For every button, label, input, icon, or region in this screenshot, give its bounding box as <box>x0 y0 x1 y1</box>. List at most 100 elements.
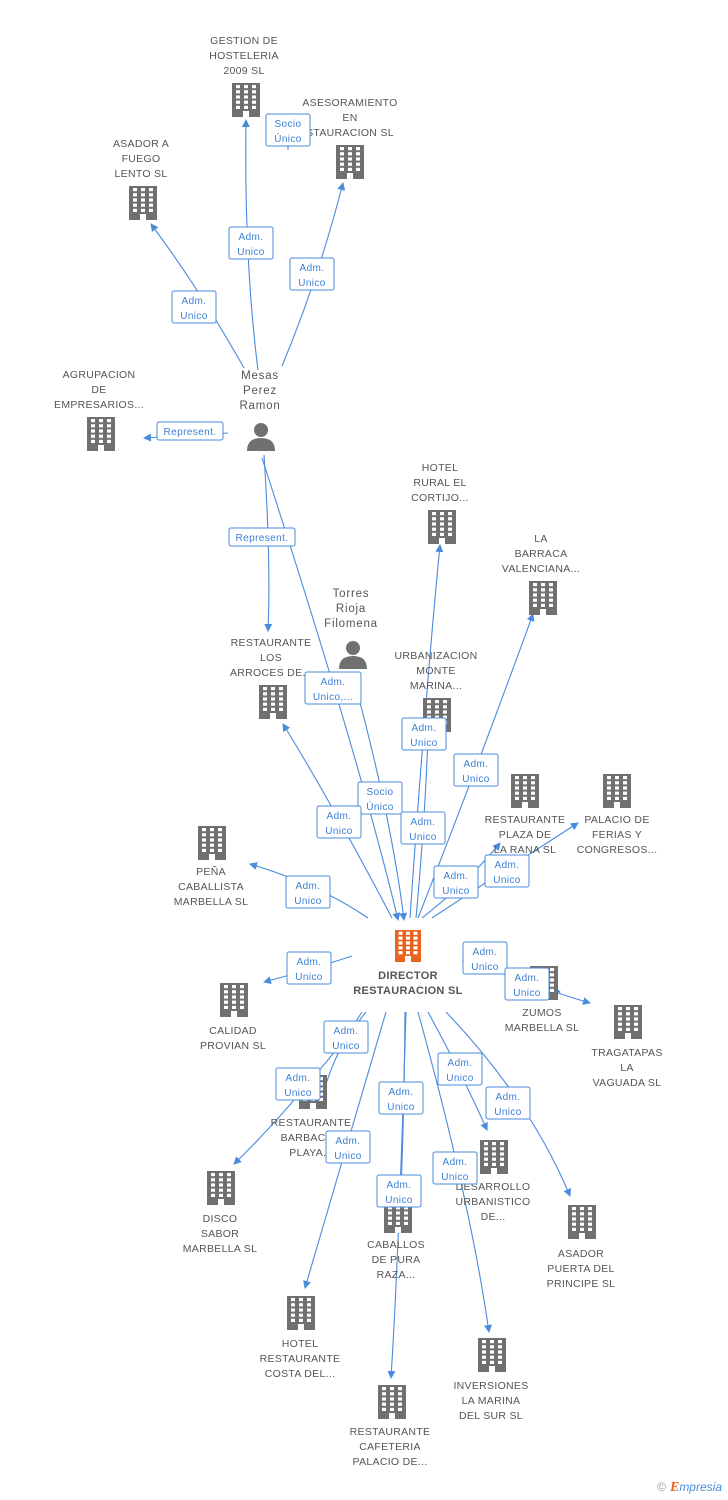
edge-label[interactable]: Represent. <box>156 421 224 441</box>
edge-label[interactable]: Adm.Unico <box>316 805 362 839</box>
edge-label[interactable]: Adm.Unico <box>325 1130 371 1164</box>
edge-label[interactable]: Adm.Unico <box>378 1081 424 1115</box>
node-label-line: DISCO <box>203 1213 238 1225</box>
node-urbanizacion[interactable]: URBANIZACIONMONTEMARINA... <box>395 650 478 732</box>
edge-label[interactable]: Adm.Unico <box>323 1020 369 1054</box>
edge-label[interactable]: Adm.Unico <box>437 1052 483 1086</box>
building-icon <box>129 186 157 220</box>
building-icon <box>259 685 287 719</box>
node-label-line: HOSTELERIA <box>209 50 279 62</box>
edge-label[interactable]: Adm.Unico <box>286 951 332 985</box>
node-label-line: LA RANA SL <box>494 844 557 856</box>
node-label-line: PRINCIPE SL <box>547 1278 616 1290</box>
edge-label[interactable]: Adm.Unico <box>289 257 335 291</box>
brand-initial: E <box>669 1480 680 1495</box>
building-icon <box>428 510 456 544</box>
node-disco[interactable]: DISCO SABOR MARBELLA SL <box>183 1171 258 1255</box>
node-label-line: ASADOR A <box>113 138 169 150</box>
node-label-line: URBANISTICO <box>455 1196 530 1208</box>
person-icon <box>247 423 275 451</box>
node-label-line: RESTAURANTE <box>485 814 566 826</box>
node-label-line: MARBELLA SL <box>183 1243 258 1255</box>
node-label-line: COSTA DEL... <box>265 1368 336 1380</box>
edge-label[interactable]: Adm.Unico <box>453 753 499 787</box>
edge-label[interactable]: Adm.Unico <box>400 811 446 845</box>
edge-label-text: Adm. <box>495 860 520 871</box>
node-desarrollo[interactable]: DESARROLLOURBANISTICODE... <box>455 1140 530 1223</box>
edge-main-inversiones <box>417 1011 492 1333</box>
edge-label-text: Adm. <box>286 1073 311 1084</box>
edge-label[interactable]: Adm.Unico <box>485 1086 531 1120</box>
edge-label[interactable]: Adm.Unico <box>171 290 217 324</box>
edge-label-text: Único <box>366 800 394 813</box>
node-label-line: MARBELLA SL <box>174 896 249 908</box>
node-label-line: HOTEL <box>422 462 459 474</box>
edge-label-text: Unico <box>284 1088 312 1099</box>
edge-label[interactable]: Adm.Unico <box>401 717 447 751</box>
edge-label-text: Unico <box>409 832 437 843</box>
node-label-line: URBANIZACION <box>395 650 478 662</box>
edge-label[interactable]: Adm.Unico <box>376 1174 422 1208</box>
node-label-line: VAGUADA SL <box>593 1077 662 1089</box>
edge-label-text: Adm. <box>334 1026 359 1037</box>
node-label-line: DEL SUR SL <box>459 1410 523 1422</box>
edge-label[interactable]: Adm.Unico <box>432 1151 478 1185</box>
node-label-line: LA MARINA <box>462 1395 521 1407</box>
edge-label[interactable]: Represent. <box>228 527 296 547</box>
building-icon <box>603 774 631 808</box>
node-label-line: LOS <box>260 652 282 664</box>
edge-label-text: Único <box>274 132 302 145</box>
building-icon <box>511 774 539 808</box>
edge-label-text: Unico <box>298 278 326 289</box>
edge-label-text: Adm. <box>443 1157 468 1168</box>
node-label-line: CALIDAD <box>209 1025 257 1037</box>
edge-label-text: Adm. <box>515 973 540 984</box>
edge-label-text: Adm. <box>327 811 352 822</box>
edge-label[interactable]: Adm. Unico <box>275 1067 321 1101</box>
edge-label[interactable]: Adm.Unico <box>285 875 331 909</box>
edge-label[interactable]: Adm.Unico,... <box>304 671 362 705</box>
node-label-line: PUERTA DEL <box>547 1263 614 1275</box>
node-agrupacion[interactable]: AGRUPACIONDEEMPRESARIOS... <box>54 369 144 451</box>
node-label-line: RESTAURANTE <box>350 1426 431 1438</box>
edge-label[interactable]: Adm.Unico <box>433 865 479 899</box>
edge-label[interactable]: Adm.Unico <box>484 854 530 888</box>
building-icon <box>336 145 364 179</box>
footer-brand[interactable]: ©Empresia <box>657 1480 722 1496</box>
building-icon <box>395 930 421 962</box>
node-label-line: SABOR <box>201 1228 239 1240</box>
edge-labels-layer: Adm.UnicoAdm.UnicoAdm.UnicoRepresent.Rep… <box>156 113 550 1208</box>
node-label-line: LA <box>534 533 547 545</box>
node-label-line: CABALLISTA <box>178 881 244 893</box>
edge-label[interactable]: Adm.Unico <box>504 967 550 1001</box>
edge-label[interactable]: Adm.Unico <box>228 226 274 260</box>
node-label-line: Torres <box>333 588 370 600</box>
edge-label-text: Socio <box>366 787 393 798</box>
node-label-line: MARINA... <box>410 680 462 692</box>
edge-label-text: Adm. <box>464 759 489 770</box>
node-barraca[interactable]: LABARRACAVALENCIANA... <box>502 533 580 615</box>
edge-label[interactable]: Adm.Unico <box>462 941 508 975</box>
edge-label-text: Unico <box>295 972 323 983</box>
node-label-line: Mesas <box>241 370 279 382</box>
